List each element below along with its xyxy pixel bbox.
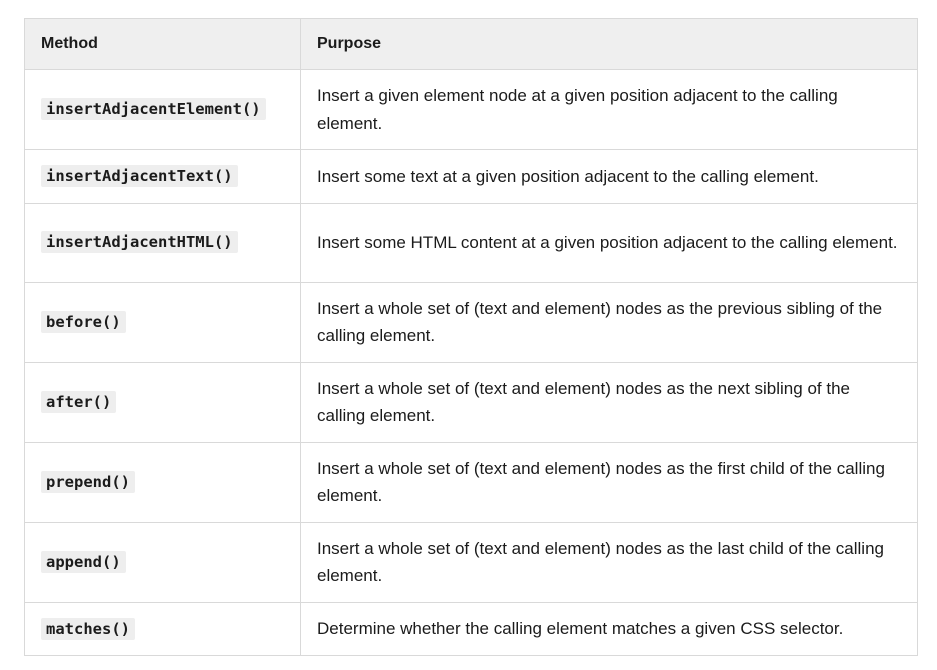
table-row: prepend() Insert a whole set of (text an… — [24, 441, 918, 523]
methods-table: Method Purpose insertAdjacentElement() I… — [24, 18, 918, 656]
purpose-cell: Insert a whole set of (text and element)… — [300, 361, 918, 443]
purpose-cell: Determine whether the calling element ma… — [300, 601, 918, 656]
table-row: append() Insert a whole set of (text and… — [24, 521, 918, 603]
method-name: before() — [41, 310, 126, 333]
purpose-cell: Insert some HTML content at a given posi… — [300, 202, 918, 283]
table-row: insertAdjacentElement() Insert a given e… — [24, 69, 918, 150]
method-cell: after() — [24, 361, 301, 443]
table-row: insertAdjacentText() Insert some text at… — [24, 149, 918, 204]
method-cell: prepend() — [24, 441, 301, 523]
purpose-cell: Insert a whole set of (text and element)… — [300, 441, 918, 523]
table-header-row: Method Purpose — [24, 18, 918, 70]
method-cell: insertAdjacentElement() — [24, 69, 301, 150]
column-header-method: Method — [24, 18, 301, 70]
table-row: after() Insert a whole set of (text and … — [24, 361, 918, 443]
method-name: insertAdjacentText() — [41, 165, 238, 187]
purpose-cell: Insert some text at a given position adj… — [300, 149, 918, 204]
table-row: insertAdjacentHTML() Insert some HTML co… — [24, 202, 918, 283]
method-name: after() — [41, 390, 117, 413]
purpose-cell: Insert a whole set of (text and element)… — [300, 281, 918, 363]
table-row: matches() Determine whether the calling … — [24, 601, 918, 656]
method-cell: insertAdjacentText() — [24, 149, 301, 204]
method-cell: matches() — [24, 601, 301, 656]
method-name: insertAdjacentElement() — [41, 98, 266, 121]
table-row: before() Insert a whole set of (text and… — [24, 281, 918, 363]
purpose-cell: Insert a given element node at a given p… — [300, 69, 918, 150]
purpose-cell: Insert a whole set of (text and element)… — [300, 521, 918, 603]
method-cell: before() — [24, 281, 301, 363]
column-header-purpose: Purpose — [300, 18, 918, 70]
method-name: prepend() — [41, 470, 135, 493]
method-cell: append() — [24, 521, 301, 603]
method-cell: insertAdjacentHTML() — [24, 202, 301, 283]
method-name: matches() — [41, 617, 135, 640]
method-name: append() — [41, 550, 126, 573]
methods-table-container: Method Purpose insertAdjacentElement() I… — [24, 18, 918, 656]
method-name: insertAdjacentHTML() — [41, 231, 238, 254]
